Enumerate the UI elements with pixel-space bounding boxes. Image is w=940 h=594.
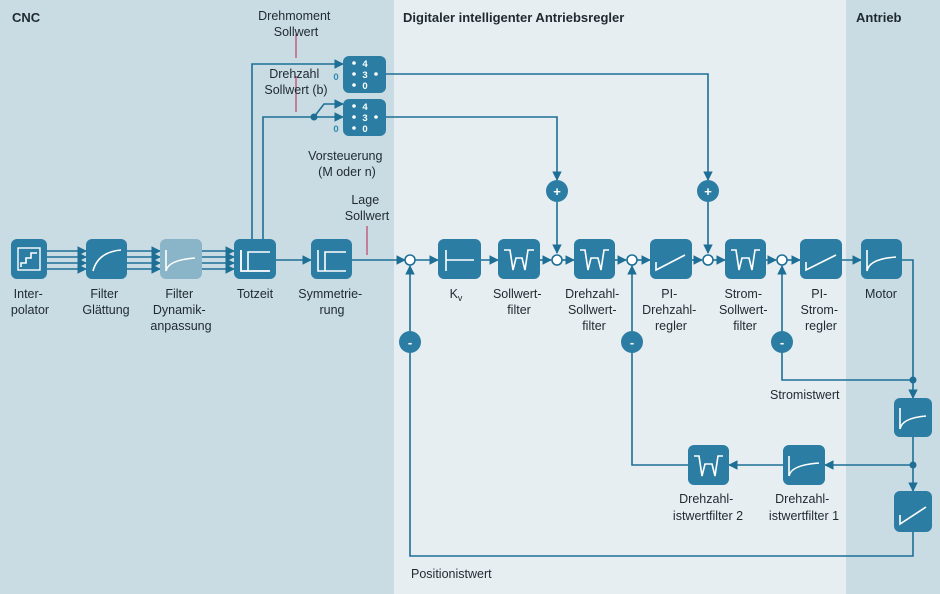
rise-curve-icon — [92, 249, 122, 272]
speed-actual-filter-1-label: Drehzahl- istwertfilter 1 — [769, 492, 839, 523]
sign-badges: + + - - - — [399, 180, 793, 353]
svg-text:3: 3 — [362, 70, 367, 81]
ramp-icon — [899, 506, 927, 526]
minus-badge-current: - — [771, 331, 793, 353]
feedforward-label: Vorsteuerung (M oder n) — [308, 149, 386, 179]
current-setpoint-filter-label: Strom- Sollwert- filter — [719, 287, 771, 333]
pi-current-controller-label: PI- Strom- regler — [801, 287, 842, 333]
controller-zone — [394, 0, 846, 594]
deadtime-block — [234, 239, 276, 279]
symmetrization-label: Symmetrie- rung — [298, 287, 365, 317]
rise-curve-icon — [165, 250, 196, 272]
svg-text:-: - — [408, 335, 412, 350]
notch-icon — [504, 249, 534, 271]
ramp-icon — [805, 254, 837, 272]
ramp-icon — [655, 254, 686, 272]
deadtime-label: Totzeit — [237, 287, 274, 301]
sum-node-position — [404, 254, 416, 266]
interpolator-block — [11, 239, 47, 279]
svg-text:-: - — [780, 335, 784, 350]
svg-text:-: - — [630, 335, 634, 350]
filter-dynamics-block — [160, 239, 202, 279]
symmetrization-block — [311, 239, 352, 279]
speed-actual-filter-1-block — [783, 445, 825, 485]
position-actual-label: Positionistwert — [411, 567, 492, 581]
svg-text:+: + — [704, 184, 712, 199]
sum-node-torque-ff — [702, 254, 714, 266]
filter-smoothing-label: Filter Glättung — [82, 287, 129, 317]
step-icon — [317, 250, 346, 272]
filter-smoothing-block — [86, 239, 127, 279]
filter-dynamics-label: Filter Dynamik- anpassung — [150, 287, 211, 333]
cnc-zone-title: CNC — [12, 10, 41, 25]
sum-node-speed — [626, 254, 638, 266]
kv-block — [438, 239, 481, 279]
plus-badge-torque-ff: + — [697, 180, 719, 202]
summing-nodes — [404, 254, 788, 266]
svg-text:4: 4 — [362, 59, 368, 70]
motor-label: Motor — [865, 287, 897, 301]
svg-text:+: + — [553, 184, 561, 199]
rise-curve-icon — [866, 250, 897, 272]
kv-label: Kv — [450, 287, 463, 303]
minus-badge-position: - — [399, 331, 421, 353]
speed-setpoint-filter-label: Drehzahl- Sollwert- filter — [565, 287, 623, 333]
position-setpoint-label: Lage Sollwert — [345, 193, 390, 223]
setpoint-filter-label: Sollwert- filter — [493, 287, 545, 317]
sum-node-speed-ff — [551, 254, 563, 266]
staircase-icon — [17, 247, 41, 271]
speed-actual-filter-2-block — [688, 445, 729, 485]
current-actual-label: Stromistwert — [770, 388, 840, 402]
drive-zone-title: Antrieb — [856, 10, 902, 25]
drive-integrator-block — [894, 398, 932, 437]
svg-text:4: 4 — [362, 102, 368, 113]
pi-speed-controller-block — [650, 239, 692, 279]
cnc-zone — [0, 0, 394, 594]
pi-current-controller-block — [800, 239, 842, 279]
gain-icon — [445, 250, 474, 271]
svg-text:3: 3 — [362, 113, 367, 124]
speed-setpoint-filter-block — [574, 239, 615, 279]
rise-curve-icon — [899, 408, 927, 430]
speed-actual-filter-2-label: Drehzahl- istwertfilter 2 — [673, 492, 743, 523]
controller-zone-title: Digitaler intelligenter Antriebsregler — [403, 10, 624, 25]
rise-curve-icon — [788, 456, 820, 477]
plus-badge-speed-ff: + — [546, 180, 568, 202]
interpolator-label: Inter- polator — [11, 287, 49, 317]
setpoint-filter-block — [498, 239, 540, 279]
speed-setpoint-b-label: Drehzahl Sollwert (b) — [264, 67, 327, 97]
pi-speed-controller-label: PI- Drehzahl- regler — [642, 287, 700, 333]
minus-badge-speed: - — [621, 331, 643, 353]
svg-text:0: 0 — [333, 124, 338, 135]
svg-text:0: 0 — [362, 81, 367, 92]
speed-setpoint-switch: 4 3 0 0 — [333, 99, 386, 136]
notch-icon — [731, 249, 760, 271]
notch-icon — [580, 249, 609, 271]
sum-node-current — [776, 254, 788, 266]
current-setpoint-filter-block — [725, 239, 766, 279]
torque-setpoint-switch: 4 3 0 0 — [333, 56, 386, 93]
notch-icon — [694, 455, 723, 477]
signal-wires — [47, 34, 918, 557]
annotation-labels: Drehmoment Sollwert Drehzahl Sollwert (b… — [258, 9, 840, 581]
svg-text:0: 0 — [333, 72, 338, 83]
block-labels: Inter- polator Filter Glättung Filter Dy… — [11, 287, 897, 523]
torque-setpoint-label: Drehmoment Sollwert — [258, 9, 334, 39]
position-integrator-block — [894, 491, 932, 532]
svg-text:0: 0 — [362, 124, 367, 135]
motor-block — [861, 239, 902, 279]
